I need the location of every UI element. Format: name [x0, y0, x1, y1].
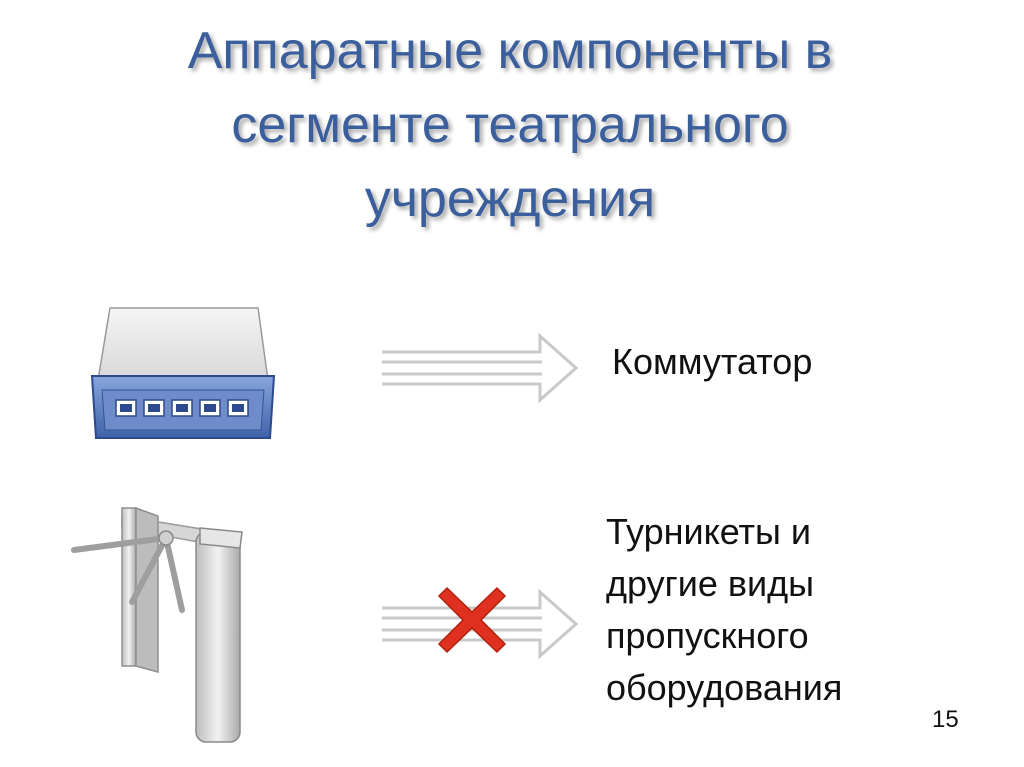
arrow-right-icon: [382, 332, 579, 404]
turnstile-label-line-3: пропускного: [606, 615, 809, 656]
title-line-3: учреждения: [364, 170, 656, 228]
turnstile-label-line-4: оборудования: [606, 667, 843, 708]
turnstile-label-line-2: другие виды: [606, 563, 815, 604]
page-number: 15: [932, 706, 959, 733]
turnstile-label-line-1: Турникеты и: [606, 511, 812, 552]
title-line-1: Аппаратные компоненты в: [187, 22, 833, 80]
turnstile-icon: [71, 506, 243, 743]
switch-label: Коммутатор: [612, 341, 813, 382]
title-line-2: сегменте театрального: [231, 96, 789, 154]
slide-title: Аппаратные компоненты в сегменте театрал…: [60, 14, 960, 236]
cross-icon: [437, 586, 507, 654]
network-switch-icon: [90, 307, 276, 439]
turnstile-label: Турникеты и другие виды пропускного обор…: [606, 506, 842, 714]
